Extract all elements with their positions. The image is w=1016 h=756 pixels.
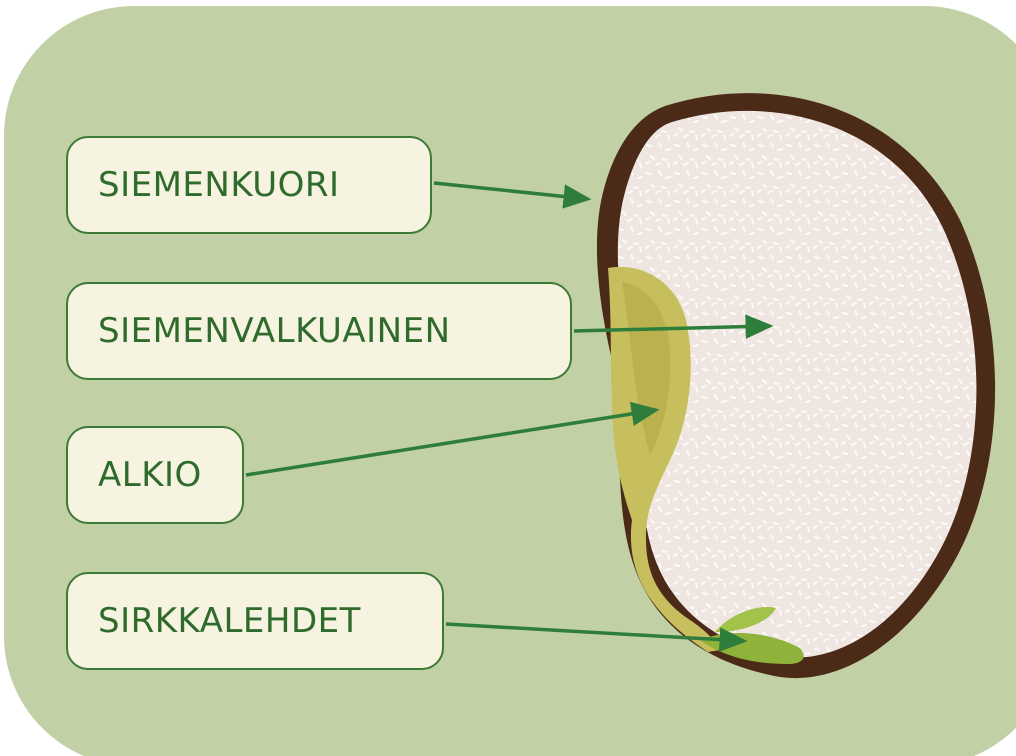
label-endosperm: SIEMENVALKUAINEN (66, 282, 572, 380)
arrow-embryo (246, 410, 656, 475)
label-seed-coat: SIEMENKUORI (66, 136, 432, 234)
arrow-seed-coat (434, 183, 588, 199)
label-cotyledons: SIRKKALEHDET (66, 572, 444, 670)
label-embryo: ALKIO (66, 426, 244, 524)
